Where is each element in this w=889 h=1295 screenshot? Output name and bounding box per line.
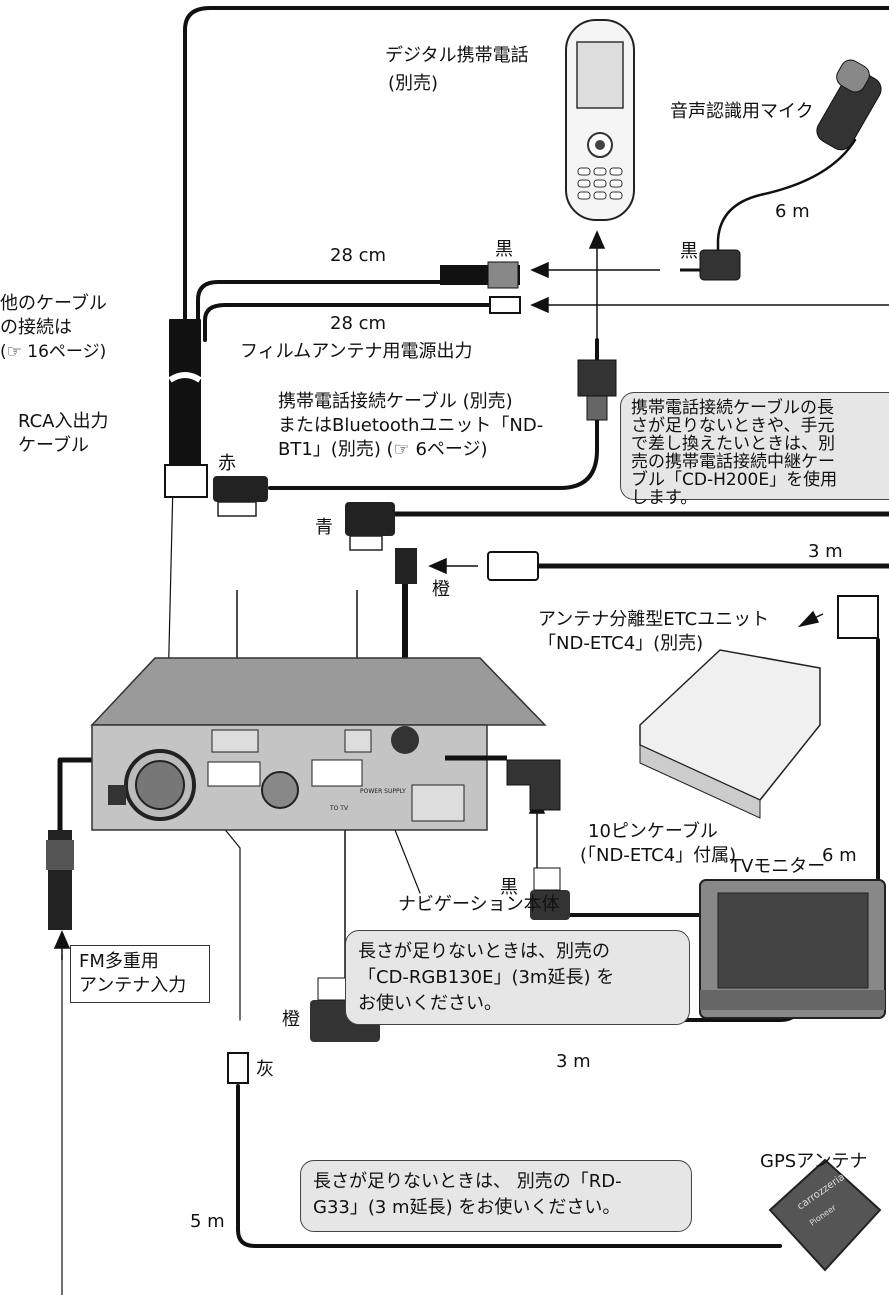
cable-fm bbox=[57, 757, 103, 833]
rca-label-1: RCA入出力 bbox=[18, 411, 109, 432]
rca-connector-image bbox=[164, 372, 208, 498]
phone-cable-label-1: 携帯電話接続ケーブル (別売) bbox=[278, 391, 513, 412]
mic-label: 音声認識用マイク bbox=[670, 101, 814, 122]
film-antenna-label: フィルムアンテナ用電源出力 bbox=[240, 341, 473, 362]
cable-gps bbox=[236, 1084, 782, 1248]
cable-bundle bbox=[169, 319, 201, 471]
tv-monitor-label: TVモニター bbox=[730, 856, 826, 877]
phone-relay-note-line4: 売の携帯電話接続中継ケー bbox=[631, 452, 835, 472]
rgb-note-line3: お使いください。 bbox=[358, 993, 502, 1014]
gray-connector-image bbox=[227, 1052, 249, 1084]
pin10-label-1: 10ピンケーブル bbox=[588, 821, 718, 842]
length-5m: 5 m bbox=[190, 1211, 225, 1232]
length-3m-top: 3 m bbox=[808, 541, 843, 562]
phone-sold-label: (別売) bbox=[388, 73, 439, 94]
power-supply-label: POWER SUPPLY bbox=[360, 788, 406, 795]
phone-cable-connector-image bbox=[577, 359, 617, 421]
fm-label-1: FM多重用 bbox=[79, 951, 159, 972]
length-28cm-bottom: 28 cm bbox=[330, 313, 387, 334]
phone-relay-note: 携帯電話接続ケーブルの長 さが足りないときや、手元 で差し換えたいときは、別 売… bbox=[620, 392, 889, 507]
fm-antenna-plug-image bbox=[46, 830, 74, 930]
nav-body-label: ナビゲーション本体 bbox=[398, 894, 560, 915]
black-jack-image bbox=[440, 261, 520, 289]
gray-label: 灰 bbox=[256, 1059, 274, 1080]
leader-rca bbox=[167, 399, 176, 691]
to-tv-label: TO TV bbox=[329, 805, 349, 812]
tv-monitor-image bbox=[699, 879, 886, 1019]
etc-label-2: 「ND-ETC4」(別売) bbox=[538, 633, 704, 654]
black-label-3: 黒 bbox=[500, 877, 518, 898]
mic-plug-image bbox=[680, 249, 741, 281]
cable-phone bbox=[268, 338, 599, 490]
phone-label: デジタル携帯電話 bbox=[385, 45, 529, 66]
gps-note-line2: G33」(3 m延長) をお使いください。 bbox=[313, 1197, 621, 1218]
other-cables-line2: の接続は bbox=[0, 317, 72, 338]
etc-unit-image bbox=[639, 649, 821, 819]
cable-mic bbox=[716, 138, 857, 264]
orange-label-1: 橙 bbox=[432, 579, 450, 600]
length-3m-bottom: 3 m bbox=[556, 1051, 591, 1072]
rca-label-2: ケーブル bbox=[18, 435, 89, 456]
gps-extension-note: 長さが足りないときは、 別売の「RD- G33」(3 m延長) をお使いください… bbox=[300, 1160, 692, 1232]
gps-label: GPSアンテナ bbox=[760, 1151, 868, 1172]
pin10-label-2: (「ND-ETC4」付属) bbox=[580, 845, 737, 866]
blue-connector-image bbox=[345, 502, 395, 551]
phone-relay-note-line3: で差し換えたいときは、別 bbox=[631, 434, 835, 454]
black-label-1: 黒 bbox=[495, 239, 513, 260]
black-label-2: 黒 bbox=[680, 241, 698, 262]
mobile-phone-image bbox=[565, 19, 635, 221]
red-label: 赤 bbox=[218, 453, 236, 474]
rgb-extension-note: 長さが足りないときは、別売の 「CD-RGB130E」(3m延長) を お使いく… bbox=[345, 930, 690, 1025]
leader-nav bbox=[394, 829, 421, 894]
black-connector-image bbox=[530, 867, 570, 920]
cable-inner-top bbox=[196, 280, 442, 342]
length-6m-etc: 6 m bbox=[822, 845, 857, 866]
phone-relay-note-line1: 携帯電話接続ケーブルの長 bbox=[631, 398, 834, 418]
etc-plug-image bbox=[837, 595, 879, 639]
fm-label-2: アンテナ入力 bbox=[79, 975, 187, 996]
gps-note-line1: 長さが足りないときは、 別売の「RD- bbox=[313, 1171, 622, 1192]
navigation-unit-image: POWER SUPPLY TO TV bbox=[90, 657, 547, 831]
cable-film bbox=[203, 303, 492, 342]
phone-cable-label-2: またはBluetoothユニット「ND- bbox=[278, 415, 544, 436]
phone-relay-note-line6: します。 bbox=[631, 488, 698, 508]
orange-label-2: 橙 bbox=[282, 1009, 300, 1030]
red-connector-image bbox=[213, 476, 268, 517]
etc-label-1: アンテナ分離型ETCユニット bbox=[538, 609, 770, 630]
length-28cm-top: 28 cm bbox=[330, 245, 387, 266]
gps-antenna-image: carrozzeria Pioneer bbox=[768, 1158, 882, 1272]
orange-l-connector-image bbox=[445, 755, 561, 811]
microphone-image bbox=[816, 59, 882, 151]
phone-cable-label-3: BT1」(別売) (☞ 6ページ) bbox=[278, 439, 488, 460]
fm-antenna-box: FM多重用 アンテナ入力 bbox=[70, 945, 210, 1003]
blue-label: 青 bbox=[315, 517, 333, 538]
rgb-note-line1: 長さが足りないときは、別売の bbox=[358, 941, 610, 962]
other-cables-line1: 他のケーブル bbox=[0, 293, 107, 314]
phone-relay-note-line2: さが足りないときや、手元 bbox=[631, 416, 835, 436]
cable-top-loop bbox=[183, 6, 889, 342]
orange-connector-image bbox=[395, 548, 539, 584]
other-cables-line3: (☞ 16ページ) bbox=[0, 342, 107, 362]
phone-relay-note-line5: ブル「CD-H200E」を使用 bbox=[631, 470, 838, 490]
film-connector-image bbox=[489, 296, 521, 314]
rgb-note-line2: 「CD-RGB130E」(3m延長) を bbox=[358, 967, 615, 988]
mic-length: 6 m bbox=[775, 201, 810, 222]
